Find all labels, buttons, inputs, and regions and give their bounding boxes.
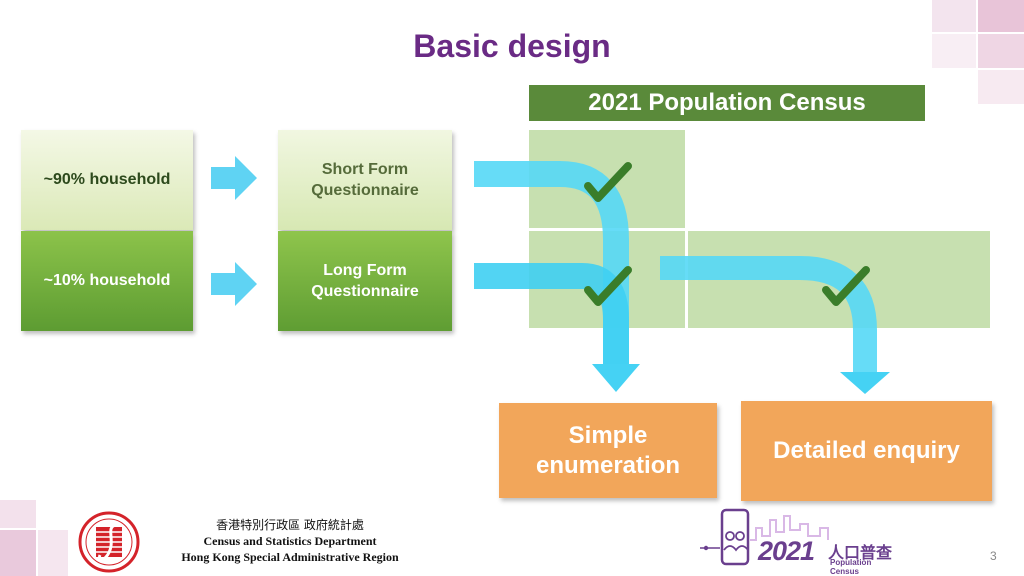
short-form-line1: Short Form [321, 161, 409, 178]
long-form-line1: Long Form [323, 262, 407, 279]
department-name-block: 香港特別行政區 政府統計處 Census and Statistics Depa… [160, 517, 420, 565]
short-form-box: Short Form Questionnaire [278, 130, 452, 230]
census-logo-year: 2021 [758, 536, 815, 566]
check-icon [584, 162, 632, 202]
page-title: Basic design [413, 28, 611, 64]
census-banner: 2021 Population Census [529, 85, 925, 121]
department-logo-icon [78, 511, 140, 573]
long-form-line2: Questionnaire [311, 283, 419, 300]
right-arrow-icon [211, 156, 257, 200]
simple-enumeration-box: Simple enumeration [499, 403, 717, 498]
curved-arrow-icon [660, 256, 877, 374]
page-number: 3 [990, 549, 997, 563]
census-logo-icon: 2021 人口普查 Population Census [700, 506, 900, 576]
long-form-box: Long Form Questionnaire [278, 231, 452, 331]
household-10-box: ~10% household [21, 231, 193, 331]
household-90-label: ~90% household [43, 171, 171, 188]
detailed-enquiry-label: Detailed enquiry [773, 437, 960, 464]
check-icon [822, 266, 870, 306]
check-icon [584, 266, 632, 306]
skyline-icon [700, 508, 829, 566]
census-logo-english: Population Census [830, 558, 872, 576]
arrow-head [840, 372, 890, 394]
arrow-head [592, 364, 640, 392]
curved-arrow-icon [474, 263, 629, 366]
department-region: Hong Kong Special Administrative Region [181, 550, 399, 564]
department-english-name: Census and Statistics Department [203, 534, 377, 548]
household-90-box: ~90% household [21, 130, 193, 230]
short-form-line2: Questionnaire [311, 182, 419, 199]
simple-enumeration-line1: Simple [568, 421, 648, 449]
detailed-enquiry-box: Detailed enquiry [741, 401, 992, 501]
simple-enumeration-line2: enumeration [535, 451, 681, 479]
household-10-label: ~10% household [43, 272, 171, 289]
right-arrow-icon [211, 262, 257, 306]
department-chinese-name: 香港特別行政區 政府統計處 [216, 518, 364, 532]
census-logo-chinese: 人口普查 [828, 543, 893, 562]
